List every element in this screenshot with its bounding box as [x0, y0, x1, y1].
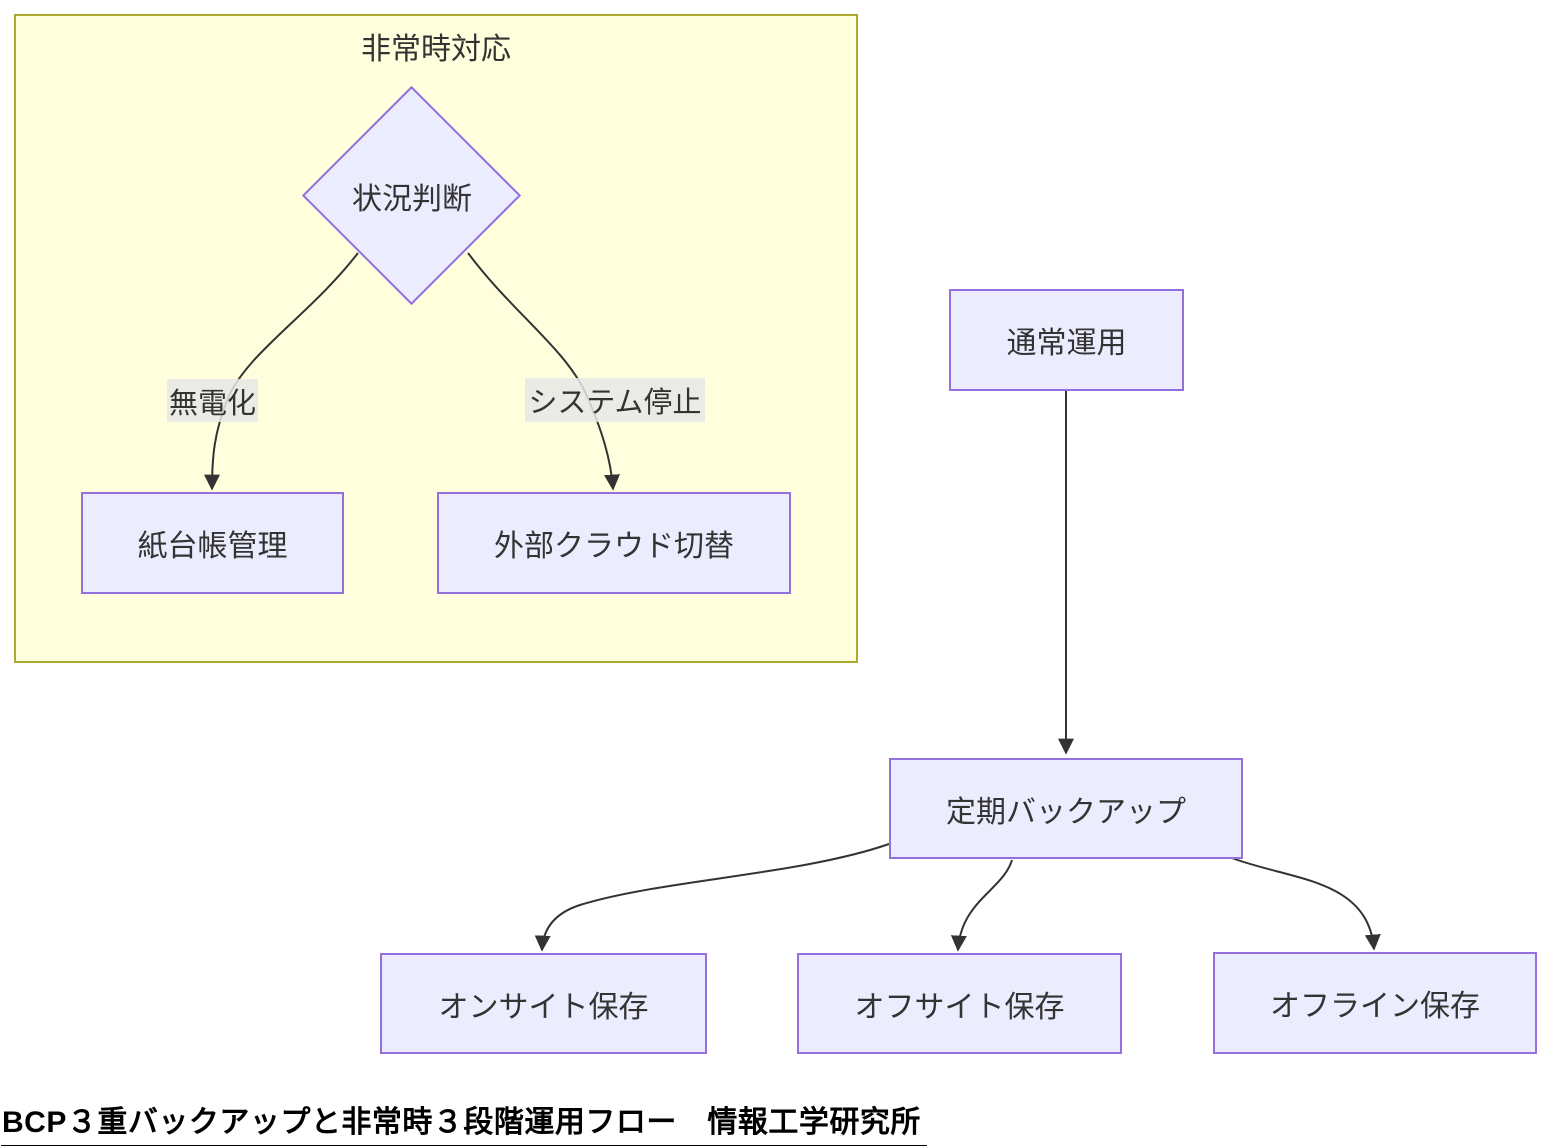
- node-onsite-storage: オンサイト保存: [380, 953, 707, 1054]
- edge-label-no-power: 無電化: [167, 379, 258, 422]
- edge-label-system-stop: システム停止: [525, 378, 705, 422]
- diagram-caption: BCP３重バックアップと非常時３段階運用フロー 情報工学研究所: [1, 1097, 927, 1146]
- node-normal-operation: 通常運用: [949, 289, 1184, 391]
- edge-backup-to-offsite: [950, 859, 1013, 952]
- subgraph-title: 非常時対応: [361, 33, 511, 66]
- edge-backup-to-onsite: [534, 843, 890, 952]
- edge-backup-to-offline: [1231, 857, 1381, 951]
- node-paper-ledger: 紙台帳管理: [81, 492, 344, 594]
- node-periodic-backup: 定期バックアップ: [889, 758, 1243, 859]
- node-offline-storage: オフライン保存: [1213, 952, 1537, 1054]
- node-external-cloud-switch: 外部クラウド切替: [437, 492, 791, 594]
- node-offsite-storage: オフサイト保存: [797, 953, 1122, 1054]
- node-situation-judgment: 状況判断: [352, 183, 472, 216]
